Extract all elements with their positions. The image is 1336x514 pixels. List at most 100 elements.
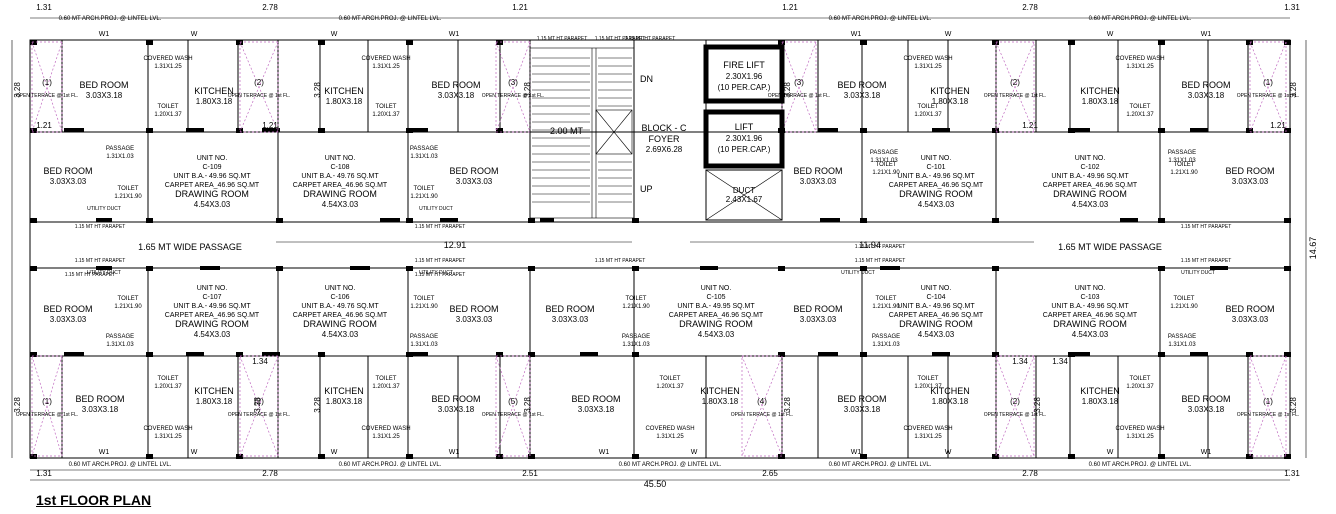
foyer-label: FOYER — [648, 134, 680, 144]
open-terrace-area — [495, 41, 531, 133]
passage-size: 1.31X1.03 — [622, 342, 650, 348]
room-size: 3.03X3.18 — [438, 91, 475, 100]
dimension-value: 1.31 — [1284, 469, 1300, 478]
room-name: BED ROOM — [837, 394, 886, 404]
room-name: BED ROOM — [1225, 166, 1274, 176]
passage-dim-right: 11.94 — [859, 240, 881, 250]
room-name: TOILET — [376, 376, 397, 382]
open-terrace-area — [995, 355, 1035, 457]
terrace-label: OPEN TERRACE @ 1st FL. — [1237, 412, 1300, 418]
unit-built-area: UNIT B.A.- 49.96 SQ.MT — [1051, 173, 1129, 180]
open-terrace-area — [1249, 355, 1287, 457]
room-name: DRAWING ROOM — [899, 319, 973, 329]
wall-segment — [818, 128, 838, 132]
structural-column — [778, 352, 785, 357]
room-name: KITCHEN — [194, 86, 234, 96]
room-size: 1.20X1.37 — [656, 384, 684, 390]
duct-size: 2.43X1.67 — [726, 195, 763, 204]
unit-number: C-103 — [1080, 294, 1099, 301]
room-name: KITCHEN — [324, 386, 364, 396]
dimension-value: 2.51 — [522, 469, 538, 478]
room-size: 1.20X1.37 — [914, 384, 942, 390]
passage-label: PASSAGE — [410, 334, 438, 340]
unit-carpet-area: CARPET AREA_46.96 SQ.MT — [293, 182, 388, 189]
fire-lift-size: 2.30X1.96 — [726, 72, 763, 81]
wall-segment — [380, 218, 400, 222]
dimension-value: 3.28 — [313, 82, 322, 98]
dimension-value: 2.78 — [262, 3, 278, 12]
unit-label: UNIT NO. — [1075, 155, 1106, 162]
open-terrace-area — [239, 355, 279, 457]
wide-passage: 1.65 MT WIDE PASSAGE 1.65 MT WIDE PASSAG… — [32, 221, 1290, 269]
terrace-hatch — [495, 41, 531, 133]
unit-carpet-area: CARPET AREA_46.96 SQ.MT — [1043, 182, 1138, 189]
room-name: KITCHEN — [1080, 386, 1120, 396]
structural-column — [1284, 40, 1291, 45]
structural-column — [992, 128, 999, 133]
parapet-note: 1.15 MT HT PARAPET — [75, 224, 126, 230]
structural-column — [318, 128, 325, 133]
window-mark: W — [1107, 31, 1114, 38]
dimension-value: 3.28 — [783, 397, 792, 413]
room-size: 4.54X3.03 — [1072, 200, 1109, 209]
dimension-value: 3.28 — [13, 82, 22, 98]
parapet-note: 1.15 MT HT PARAPET — [595, 258, 646, 264]
dimension-value: 3.28 — [253, 397, 262, 413]
fire-lift-box: FIRE LIFT 2.30X1.96 (10 PER.CAP.) — [703, 44, 785, 104]
passage-label: PASSAGE — [622, 334, 650, 340]
room-name: TOILET — [414, 296, 435, 302]
room-name: KITCHEN — [700, 386, 740, 396]
room-size: 4.54X3.03 — [194, 330, 231, 339]
structural-column — [1246, 352, 1253, 357]
terrace-label: OPEN TERRACE @ 1st FL. — [768, 93, 831, 99]
unit-built-area: UNIT B.A.- 49.96 SQ.MT — [173, 303, 251, 310]
room-name: BED ROOM — [571, 394, 620, 404]
room-name: COVERED WASH — [1115, 426, 1164, 432]
room-size: 3.03X3.18 — [578, 405, 615, 414]
room-size: 1.80X3.18 — [1082, 97, 1119, 106]
structural-column — [276, 218, 283, 223]
passage-label-right: 1.65 MT WIDE PASSAGE — [1058, 242, 1162, 252]
structural-column — [1158, 218, 1165, 223]
terrace-number: (3) — [508, 78, 518, 87]
structural-column — [632, 454, 639, 459]
building-outline — [29, 39, 1291, 459]
structural-column — [1068, 454, 1075, 459]
unit-number: C-101 — [926, 164, 945, 171]
terrace-label: OPEN TERRACE @ 1st FL. — [16, 93, 79, 99]
utility-duct-label: UTILITY DUCT — [419, 270, 453, 276]
unit-label: UNIT NO. — [921, 155, 952, 162]
terrace-number: (1) — [1263, 78, 1273, 87]
room-size: 3.03X3.18 — [844, 91, 881, 100]
dimension-value: 2.78 — [1022, 469, 1038, 478]
room-size: 4.54X3.03 — [918, 200, 955, 209]
structural-column — [860, 266, 867, 271]
overall-depth: 14.67 — [1308, 237, 1318, 260]
structural-column — [30, 40, 37, 45]
terrace-label: OPEN TERRACE @ 1st FL. — [482, 93, 545, 99]
room-size: 1.80X3.18 — [326, 97, 363, 106]
structural-column — [1284, 266, 1291, 271]
arch-proj-note: 0.60 MT ARCH.PROJ. @ LINTEL LVL. — [1089, 16, 1192, 22]
dimension-value: 3.28 — [1289, 82, 1298, 98]
room-name: DRAWING ROOM — [175, 189, 249, 199]
wall-segment — [64, 128, 84, 132]
room-size: 3.03X3.18 — [844, 405, 881, 414]
terrace-label: OPEN TERRACE @ 1st FL. — [228, 412, 291, 418]
structural-column — [236, 40, 243, 45]
room-name: TOILET — [660, 376, 681, 382]
lift-size: 2.30X1.96 — [726, 134, 763, 143]
arch-proj-note: 0.60 MT ARCH.PROJ. @ LINTEL LVL. — [339, 462, 442, 468]
wall-segment — [1070, 128, 1090, 132]
block-label: BLOCK - C — [641, 123, 687, 133]
room-name: DRAWING ROOM — [679, 319, 753, 329]
structural-column — [318, 454, 325, 459]
terrace-number: (2) — [1010, 78, 1020, 87]
structural-column — [146, 454, 153, 459]
room-name: KITCHEN — [324, 86, 364, 96]
terrace-label: OPEN TERRACE @ 1st FL. — [228, 93, 291, 99]
unit-number: C-102 — [1080, 164, 1099, 171]
parapet-note: 1.15 MT HT PARAPET — [1181, 224, 1232, 230]
passage-label: PASSAGE — [1168, 334, 1196, 340]
structural-column — [632, 352, 639, 357]
